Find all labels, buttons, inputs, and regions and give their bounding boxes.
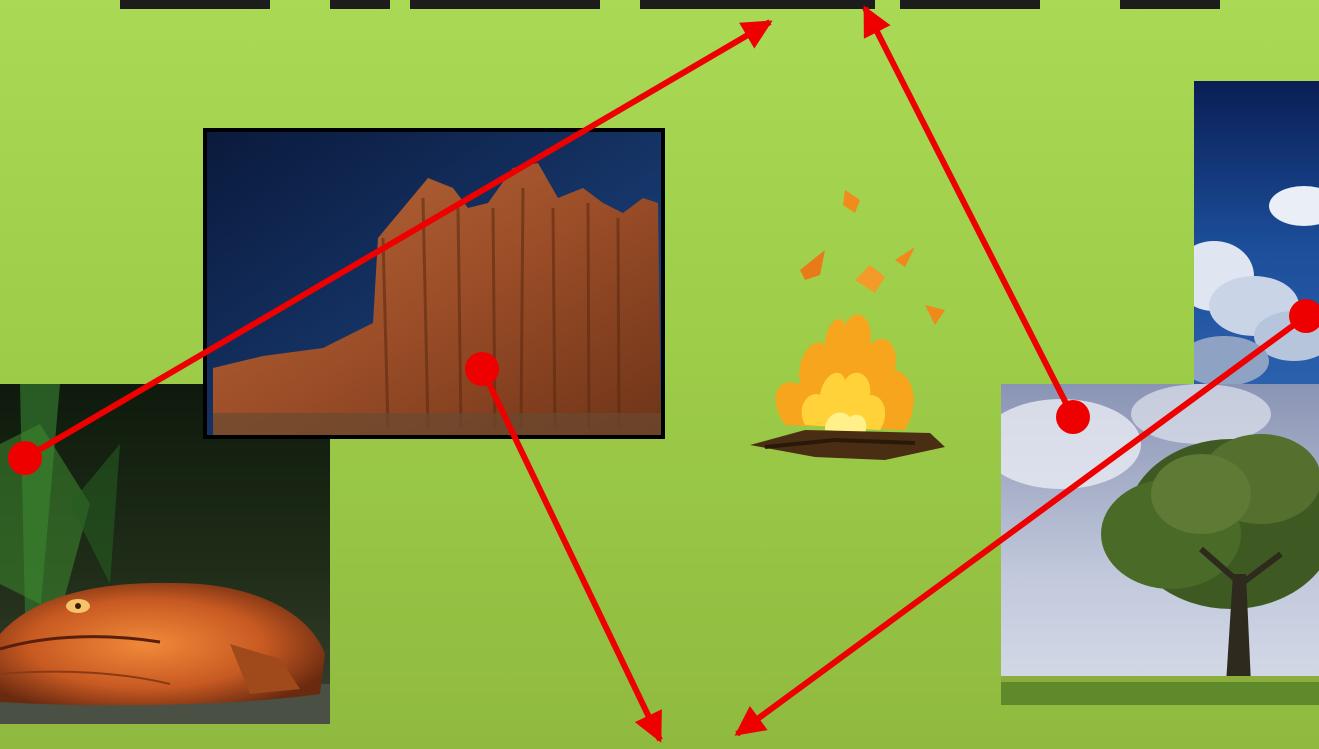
red-rock-cliff-photo-icon xyxy=(203,128,665,439)
tree-image[interactable] xyxy=(1001,384,1319,705)
cloudy-sky-image[interactable] xyxy=(1194,81,1319,411)
oak-tree-photo-icon xyxy=(1001,384,1319,705)
rock-formation-image[interactable] xyxy=(203,128,665,439)
top-dash-bar xyxy=(0,0,1319,10)
campfire-clipart-icon xyxy=(745,185,955,465)
campfire-image[interactable] xyxy=(745,185,955,465)
blue-sky-clouds-photo-icon xyxy=(1194,81,1319,411)
